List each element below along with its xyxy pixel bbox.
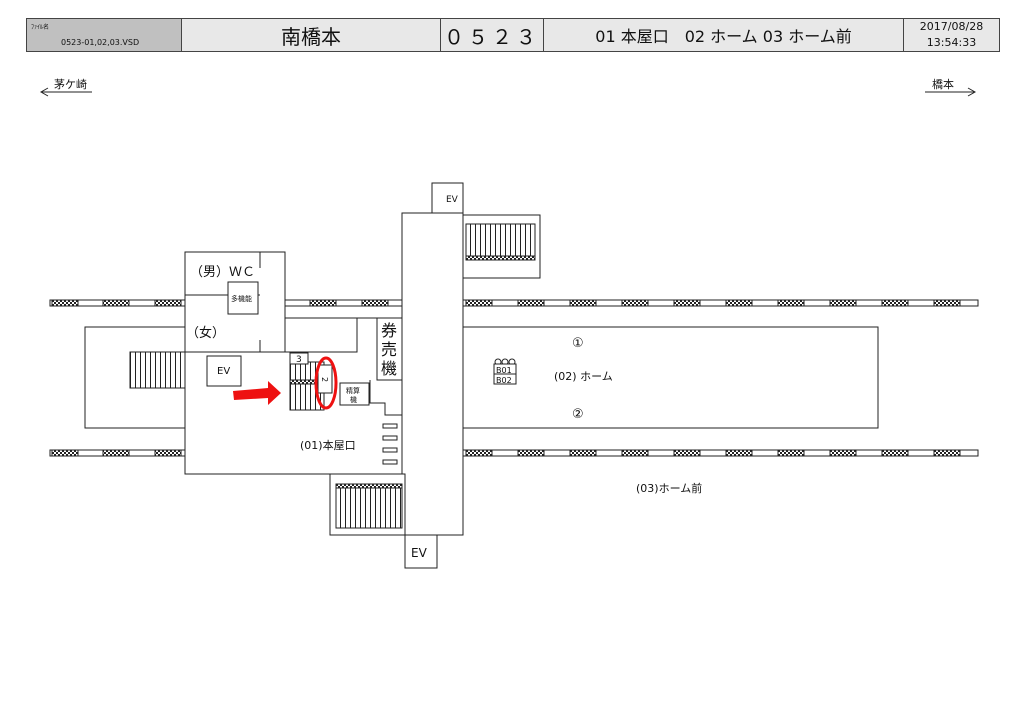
area-02-label: (02) ホーム bbox=[554, 370, 613, 383]
file-name: 0523-01,02,03.VSD bbox=[61, 38, 140, 47]
area-list: 01 本屋口 02 ホーム 03 ホーム前 bbox=[543, 18, 904, 52]
fare-adjust-label-2: 機 bbox=[350, 395, 357, 404]
overpass-hall bbox=[401, 212, 464, 536]
fare-adjust-label-1: 精算 bbox=[346, 386, 360, 395]
bench-b01-b02 bbox=[493, 358, 517, 385]
ev-bottom-label: EV bbox=[411, 546, 428, 560]
stair-3-box bbox=[289, 352, 309, 365]
highlight-arrow-icon bbox=[233, 381, 281, 405]
ev-concourse-label: EV bbox=[217, 366, 230, 377]
direction-right-label: 橋本 bbox=[932, 77, 954, 91]
arrow-right-icon bbox=[967, 87, 977, 97]
file-name-box: ﾌｧｲﾙ名 0523-01,02,03.VSD bbox=[26, 18, 182, 52]
ticket-machine-label-2: 売 bbox=[381, 340, 397, 359]
station-code: ０５２３ bbox=[440, 18, 544, 52]
date: 2017/08/28 bbox=[919, 20, 984, 33]
area-01-label: (01)本屋口 bbox=[300, 438, 356, 452]
stair-2-label: 2 bbox=[320, 377, 329, 382]
ticket-gates bbox=[382, 423, 398, 465]
station-name-text: 南橋本 bbox=[281, 24, 341, 49]
track-lower bbox=[49, 449, 979, 457]
area-03-label: (03)ホーム前 bbox=[636, 481, 702, 495]
track-1-label: ① bbox=[572, 336, 584, 351]
station-name: 南橋本 bbox=[181, 18, 441, 52]
room-block bbox=[284, 317, 358, 353]
b01-label: B01 bbox=[496, 366, 512, 375]
arrow-left-icon bbox=[39, 87, 49, 97]
multi-toilet bbox=[227, 281, 259, 315]
ev-top-label: EV bbox=[446, 195, 459, 205]
area-list-text: 01 本屋口 02 ホーム 03 ホーム前 bbox=[595, 27, 852, 46]
station-code-text: ０５２３ bbox=[444, 24, 540, 49]
elevator-concourse bbox=[206, 355, 242, 387]
direction-right: 橋本 bbox=[925, 77, 977, 97]
file-label: ﾌｧｲﾙ名 bbox=[31, 24, 50, 31]
ticket-machine-label-1: 券 bbox=[381, 321, 397, 340]
b02-label: B02 bbox=[496, 376, 512, 385]
elevator-bottom bbox=[404, 534, 438, 569]
direction-left: 茅ケ崎 bbox=[39, 77, 92, 97]
time: 13:54:33 bbox=[926, 36, 977, 49]
wc-men-label: （男）ＷＣ bbox=[190, 265, 255, 280]
fare-adjust-machine bbox=[339, 382, 370, 406]
stair-3-label: 3 bbox=[296, 355, 302, 365]
wc-women-label: （女） bbox=[186, 325, 225, 341]
timestamp: 2017/08/28 13:54:33 bbox=[903, 18, 1000, 52]
ticket-machine-label-3: 機 bbox=[381, 359, 397, 378]
highlight-circle bbox=[314, 356, 338, 410]
track-2-label: ② bbox=[572, 407, 584, 422]
stair-2-box bbox=[317, 364, 333, 394]
direction-left-label: 茅ケ崎 bbox=[54, 77, 87, 91]
track-upper bbox=[49, 299, 979, 307]
elevator-top bbox=[431, 182, 464, 214]
stairs-left bbox=[129, 351, 186, 389]
ticket-machine bbox=[376, 317, 403, 381]
multi-toilet-label: 多機能 bbox=[231, 294, 252, 303]
